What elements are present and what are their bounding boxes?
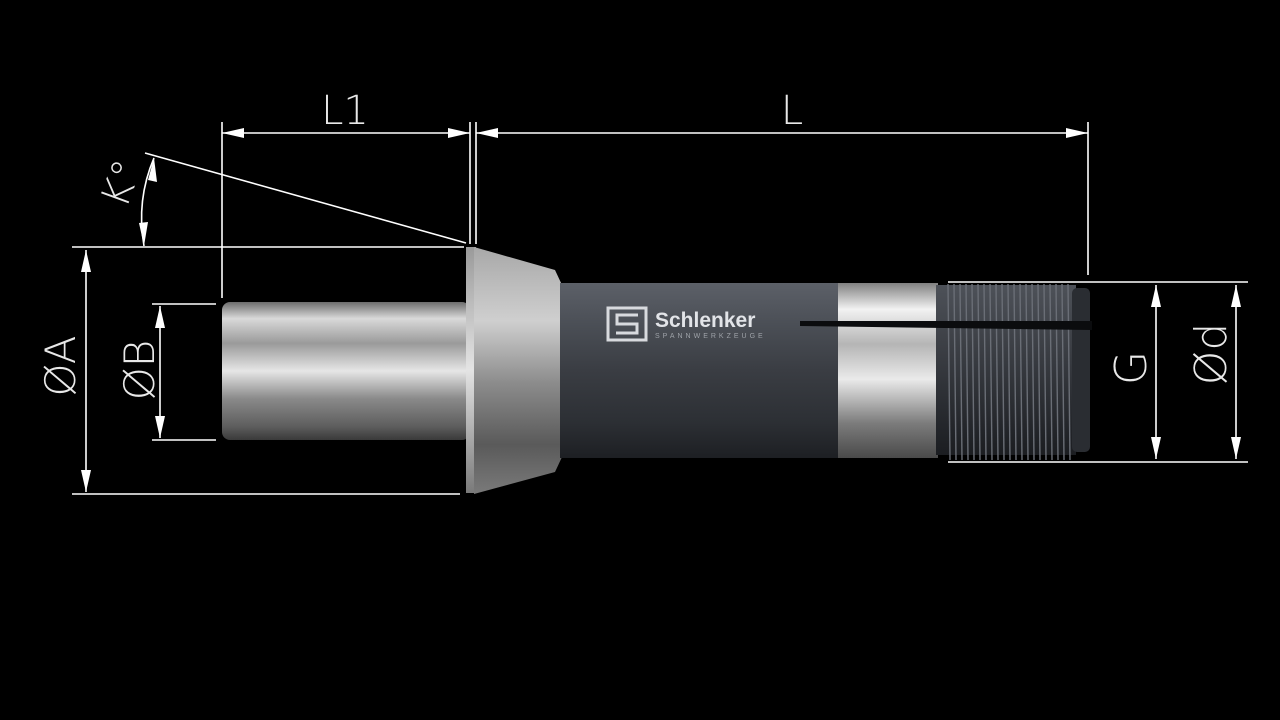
dimension-lines xyxy=(72,122,1248,495)
thread-section xyxy=(936,285,1076,455)
label-l: L xyxy=(781,88,803,134)
logo-mark xyxy=(606,306,648,342)
thread-groove xyxy=(1055,283,1059,461)
thread-groove xyxy=(1019,283,1023,461)
brand-tagline: SPANNWERKZEUGE xyxy=(655,333,766,340)
thread-groove xyxy=(989,283,993,461)
shank xyxy=(222,302,470,440)
label-dia-b: ØB xyxy=(115,340,164,401)
thread-groove xyxy=(995,283,999,461)
thread-groove xyxy=(1013,283,1017,461)
collet-slot xyxy=(800,321,1092,330)
thread-groove xyxy=(1007,283,1011,461)
thread-groove xyxy=(1061,283,1065,461)
label-dia-a: ØA xyxy=(36,335,85,396)
cone xyxy=(474,247,562,494)
thread-groove xyxy=(947,283,951,461)
thread-groove xyxy=(1025,283,1029,461)
thread-groove xyxy=(1043,283,1047,461)
dimension-labels: L1 L K° ØA ØB G Ød xyxy=(36,88,1237,400)
thread-grooves xyxy=(947,283,1071,461)
thread-groove xyxy=(1037,283,1041,461)
brand-name: Schlenker xyxy=(655,309,755,332)
thread-groove xyxy=(959,283,963,461)
thread-groove xyxy=(983,283,987,461)
thread-groove xyxy=(1031,283,1035,461)
thread-groove xyxy=(1049,283,1053,461)
logo-s-glyph xyxy=(615,313,639,335)
thread-groove xyxy=(977,283,981,461)
thread-groove xyxy=(971,283,975,461)
polished-ring xyxy=(838,283,938,458)
thread-groove xyxy=(1067,283,1071,461)
thread-groove xyxy=(965,283,969,461)
thread-groove xyxy=(953,283,957,461)
thread-end xyxy=(1072,288,1090,452)
schlenker-logo: Schlenker SPANNWERKZEUGE xyxy=(606,306,766,342)
label-dia-d: Ød xyxy=(1186,323,1237,386)
flange-face xyxy=(466,247,476,493)
label-thread-g: G xyxy=(1106,351,1157,385)
label-l1: L1 xyxy=(321,88,369,134)
collet-part: Schlenker SPANNWERKZEUGE xyxy=(222,247,1092,494)
thread-groove xyxy=(1001,283,1005,461)
